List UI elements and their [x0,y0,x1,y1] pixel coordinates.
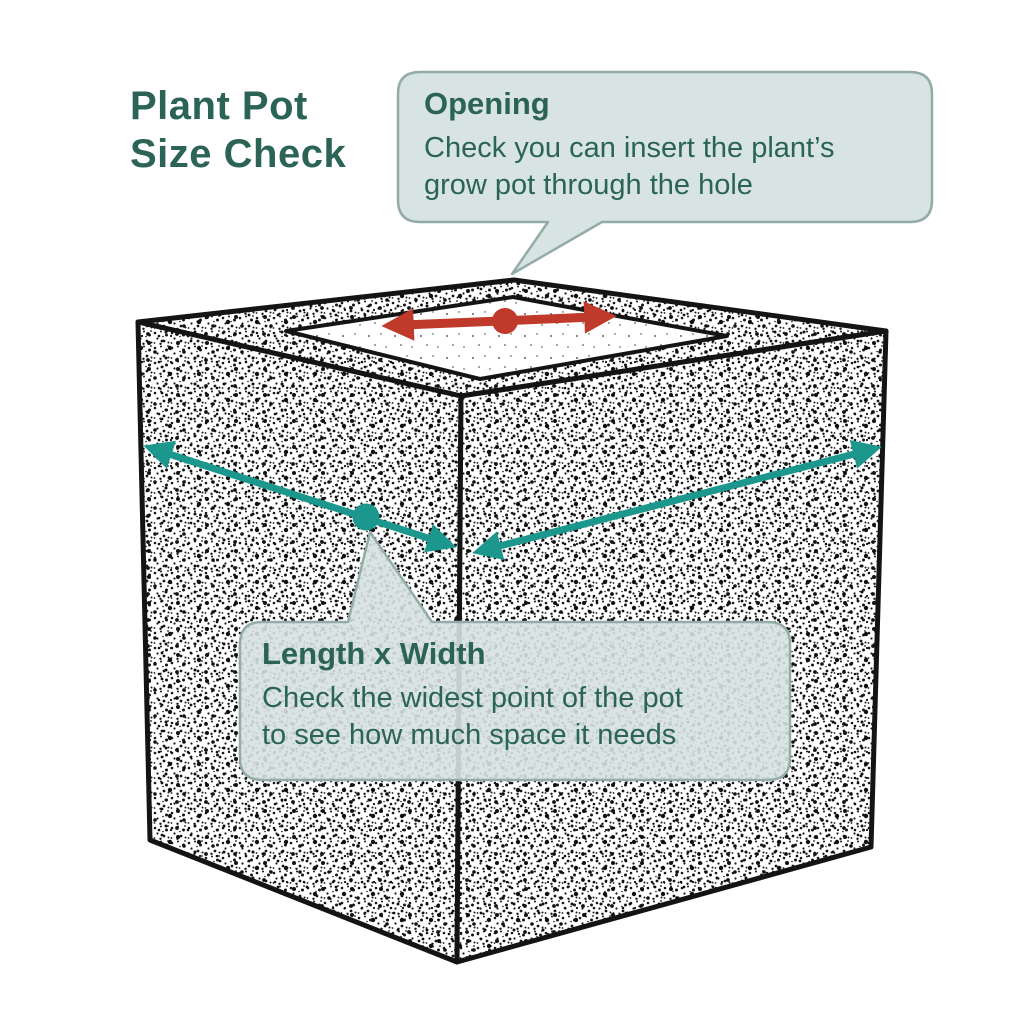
width-arrow [143,439,882,561]
callout-dimensions-bubble [238,530,792,782]
page-title-line2: Size Check [130,132,347,176]
callout-opening-bubble [396,70,934,276]
opening-arrow [381,301,617,341]
width-arrow-left [143,440,457,553]
page-title-line1: Plant Pot [130,84,308,128]
opening-dot [492,308,518,334]
width-dot [352,503,380,531]
page-title: Plant Pot Size Check [130,82,346,178]
width-arrow-right [472,439,882,561]
